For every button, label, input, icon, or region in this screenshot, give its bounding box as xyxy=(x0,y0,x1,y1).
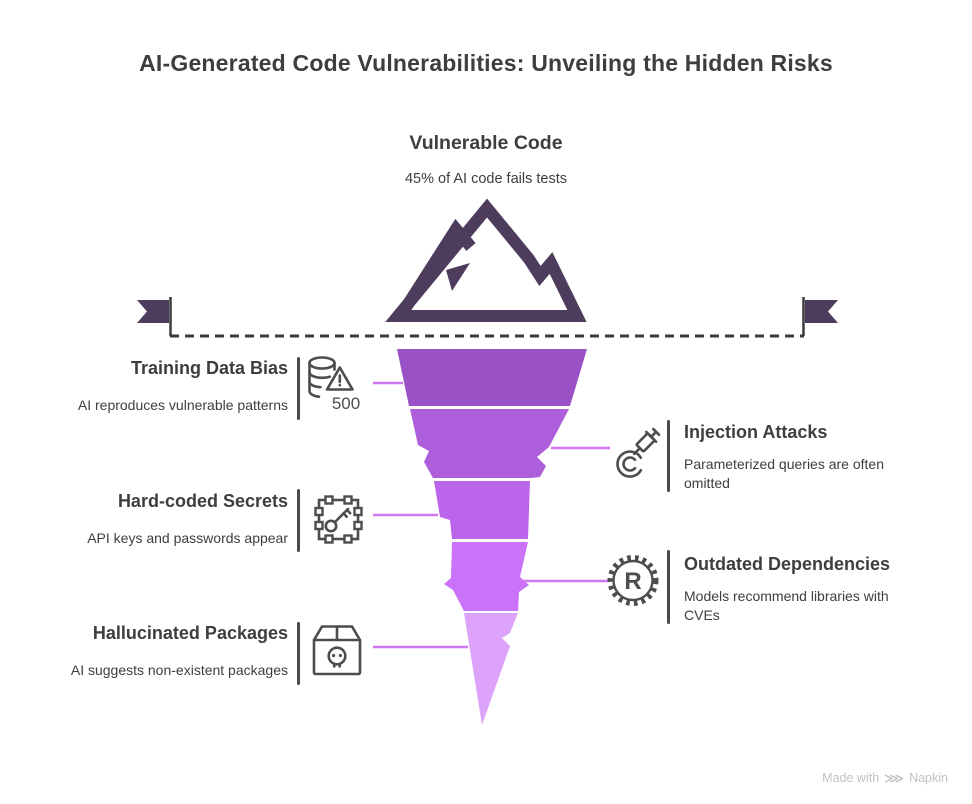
skull-package-icon xyxy=(310,621,364,679)
item-title: Training Data Bias xyxy=(130,358,288,378)
mountain-icon xyxy=(385,198,587,322)
syringe-spiral-icon xyxy=(608,421,662,481)
item-title: Hallucinated Packages xyxy=(92,623,288,643)
made-with-napkin-link[interactable]: Made with ⋙ Napkin xyxy=(822,771,948,785)
connector-lines xyxy=(373,381,610,649)
divider xyxy=(297,357,300,420)
icon-letter: R xyxy=(624,568,641,595)
icon-number-label: 500 xyxy=(332,394,360,413)
funnel-segment-5 xyxy=(464,613,518,725)
divider xyxy=(297,622,300,685)
item-description: API keys and passwords appear xyxy=(87,530,288,546)
item-description: AI suggests non-existent packages xyxy=(70,662,288,678)
right-flag-icon xyxy=(802,297,838,336)
funnel-segment-4 xyxy=(444,542,529,611)
divider xyxy=(667,420,670,492)
right-item-injection-attacks: Injection Attacks Parameterized queries … xyxy=(684,421,922,493)
napkin-logo-icon: ⋙ xyxy=(884,770,905,786)
left-item-hallucinated-packages: Hallucinated Packages AI suggests non-ex… xyxy=(30,622,288,679)
gear-r-icon: R xyxy=(606,551,660,609)
left-item-hard-coded-secrets: Hard-coded Secrets API keys and password… xyxy=(30,490,288,547)
brand-label: Napkin xyxy=(909,771,948,785)
made-with-label: Made with xyxy=(822,771,880,785)
item-title: Injection Attacks xyxy=(684,422,828,442)
funnel-segment-1 xyxy=(397,349,587,406)
funnel-segment-2 xyxy=(410,409,569,478)
iceberg-funnel xyxy=(397,349,587,725)
divider xyxy=(297,489,300,552)
item-title: Outdated Dependencies xyxy=(684,554,891,574)
right-item-outdated-dependencies: Outdated Dependencies Models recommend l… xyxy=(684,553,922,625)
database-warning-icon: 500 xyxy=(306,354,364,416)
item-description: Models recommend libraries with CVEs xyxy=(684,588,889,623)
page-title: AI-Generated Code Vulnerabilities: Unvei… xyxy=(139,50,833,76)
item-title: Hard-coded Secrets xyxy=(117,491,288,511)
left-item-training-data-bias: Training Data Bias AI reproduces vulnera… xyxy=(30,357,288,414)
key-chip-icon xyxy=(311,489,366,549)
summit-subheading: 45% of AI code fails tests xyxy=(404,171,567,187)
summit-heading: Vulnerable Code xyxy=(409,132,563,154)
divider xyxy=(667,550,670,624)
left-flag-icon xyxy=(137,297,172,336)
funnel-segment-3 xyxy=(434,481,530,539)
item-description: AI reproduces vulnerable patterns xyxy=(77,397,288,413)
item-description: Parameterized queries are often omitted xyxy=(684,456,884,491)
